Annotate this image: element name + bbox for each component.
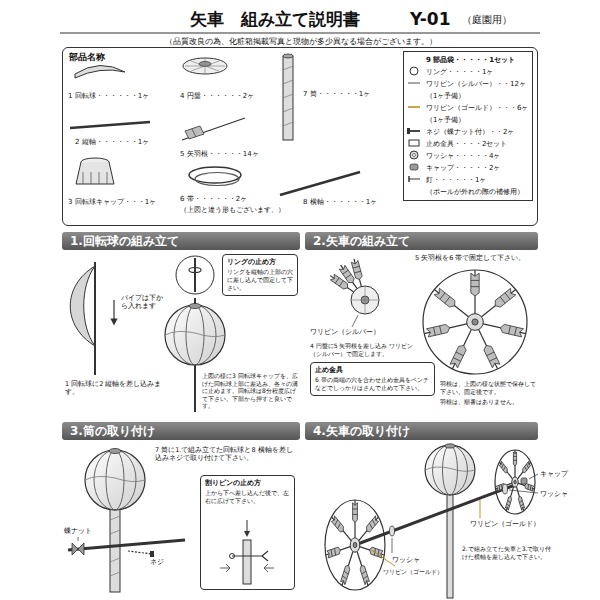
section-header: 3.筒の取り付け	[62, 422, 300, 440]
node-text: （1ヶ予備）	[426, 114, 528, 126]
instruction-note: ワリピン（ゴールド）	[383, 568, 443, 576]
node-text: ワリピン（ゴールド）・・・6ヶ	[426, 102, 528, 114]
instruction-note: 5 矢羽根を6 帯で固定して下さい。	[415, 254, 537, 262]
node-heading: 1.回転球の組み立て	[70, 234, 292, 248]
part-name: 5 矢羽根・・・・・14ヶ	[180, 150, 259, 159]
node-heading: 9 部品袋・・・・・1セット	[426, 54, 528, 66]
instruction-note: キャップ	[540, 470, 568, 478]
instruction-note: 上図の様に3 回転球キャップを、広げた回転球上部に差込み、各々の溝に止めます。回…	[202, 372, 300, 410]
part-name: 4 円盤・・・・・・2ヶ	[180, 92, 254, 101]
node-text: ネジ（蝶ナット付）・・2ヶ	[426, 126, 528, 138]
instruction-note: 1 回転球に2 縦軸を差し込みます。	[65, 380, 175, 396]
node-heading: 3.筒の取り付け	[70, 424, 292, 438]
instruction-note: ワッシャ	[392, 556, 420, 564]
node-heading: 2.矢車の組み立て	[313, 234, 530, 248]
part-name: 6 帯・・・・・・2ヶ	[180, 195, 247, 204]
instruction-note: ワリピン（ゴールド）	[470, 520, 540, 528]
part-name: 3 回転球キャップ・・・1ヶ	[68, 198, 156, 207]
instruction-note: 4 円盤に5 矢羽根を差し込み ワリピン（シルバー）で固定します。	[310, 342, 418, 357]
instruction-note: ワリピン（シルバー）	[310, 328, 380, 336]
node-text: （1ヶ予備）	[426, 90, 528, 102]
node-heading: リングの止め方	[227, 258, 293, 267]
node-text: キャップ・・・・・2ヶ	[426, 162, 528, 174]
node-heading: 割りピンの止め方	[205, 479, 290, 488]
instruction-note: ワッシャ	[540, 490, 568, 498]
instruction-note: パイプは下から入れます	[121, 294, 167, 310]
node-text: 6 帯の両端の穴を合わせ止め金具をペンチなどでしっかりはさんで止めて下さい。	[315, 376, 430, 392]
part-name: 2 縦軸・・・・・・1ヶ	[75, 138, 149, 147]
node-text: ワッシャ・・・・・4ヶ	[426, 150, 528, 162]
page-title: 矢車 組み立て説明書	[190, 8, 360, 31]
section-header: 2.矢車の組み立て	[305, 232, 538, 250]
section-header: 4.矢車の取り付け	[305, 422, 538, 440]
instruction-note: 蝶ナット	[64, 527, 92, 535]
detail-inset: 割りピンの止め方上から下へ差し込んだ後で、左右に広げて下さい。	[200, 475, 295, 590]
node-text: （ポールが外れの際の補修用）	[426, 186, 528, 198]
node-heading: 4.矢車の取り付け	[313, 424, 530, 438]
detail-inset: リングの止め方リングを縦軸の上部の穴に差し込んで固定して下さい。	[222, 254, 298, 296]
node-text: リング・・・・・1ヶ	[426, 66, 528, 78]
parts-bag-list: 9 部品袋・・・・・1セットリング・・・・・1ヶワリピン（シルバー）・・12ヶ（…	[403, 51, 533, 201]
instruction-note: 2.で組み立てた矢車と3.で取り付けた横軸を差し込んで下さい。	[462, 545, 557, 560]
node-text: 止め金具・・・・2セット	[426, 138, 528, 150]
node-text: リングを縦軸の上部の穴に差し込んで固定して下さい。	[227, 268, 293, 292]
header-text: Y-01	[410, 9, 451, 30]
node-text: 釘・・・・・・1ヶ	[426, 174, 528, 186]
instruction-note: 羽根は、上図の様な状態で保存して下さい。固定後です。	[440, 380, 538, 395]
header-text: （品質改良の為、化粧箱掲載写真と現物が多少異なる場合がございます。）	[165, 37, 437, 46]
part-name: 8 横軸・・・・・・1ヶ	[303, 198, 377, 207]
instruction-note: 羽根は、順番はありません。	[440, 398, 538, 406]
node-heading: 止め金具	[315, 366, 430, 375]
part-name: （上図と違う形もございます。）	[180, 206, 285, 214]
header-text: （庭園用）	[462, 14, 512, 27]
instruction-note: ネジ	[150, 558, 164, 566]
instruction-note: 7 筒に1.で組み立てた回転球と8 横軸を差し込みネジで取り付けて下さい。	[155, 446, 295, 462]
node-text: ワリピン（シルバー）・・12ヶ	[426, 78, 528, 90]
part-name: 7 筒・・・・・・1ヶ	[303, 90, 370, 99]
part-name: 1 回転球・・・・・・1ヶ	[68, 92, 149, 101]
node-text: 上から下へ差し込んだ後で、左右に広げて下さい。	[205, 489, 290, 505]
section-header: 1.回転球の組み立て	[62, 232, 300, 250]
detail-inset: 止め金具6 帯の両端の穴を合わせ止め金具をペンチなどでしっかりはさんで止めて下さ…	[310, 362, 435, 396]
